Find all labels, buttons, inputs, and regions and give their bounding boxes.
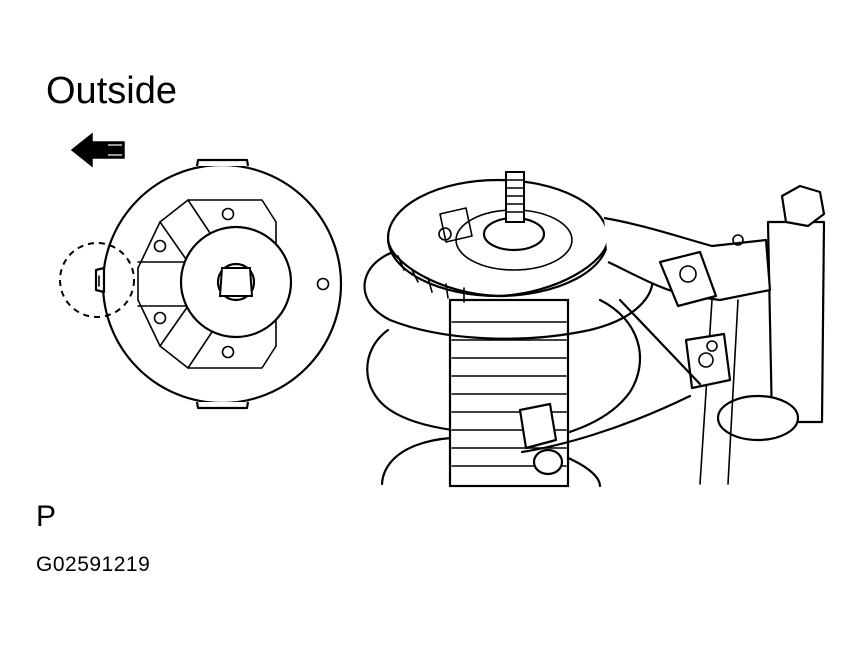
- center-nut: [218, 267, 254, 297]
- knuckle-base: [716, 394, 800, 442]
- alignment-tab: [94, 266, 106, 294]
- direction-label: Outside: [46, 70, 177, 112]
- bolt-hole: [221, 207, 235, 221]
- bolt-hole: [316, 277, 330, 291]
- upper-insulator-top-view: [59, 158, 343, 410]
- knuckle-bolt-head: [780, 184, 826, 228]
- stabilizer-link-end: [532, 448, 564, 476]
- bolt-hole: [153, 239, 167, 253]
- knuckle-post: [766, 220, 826, 424]
- rim-notch-bottom: [195, 401, 250, 410]
- rim-notch-top: [195, 158, 250, 167]
- bolt-hole: [221, 345, 235, 359]
- coil-spring-upper: [363, 248, 654, 340]
- bracket-bolt: [679, 265, 697, 283]
- figure-code-label: G02591219: [36, 553, 151, 576]
- arrow-left-icon: [70, 132, 125, 168]
- spring-clip: [518, 402, 558, 450]
- highlight-circle: [59, 242, 135, 318]
- bolt-hole: [153, 311, 167, 325]
- strut-assembly-view: [363, 171, 826, 488]
- piston-rod: [505, 171, 525, 223]
- view-mark-label: P: [36, 500, 57, 533]
- support-bracket: [439, 207, 473, 243]
